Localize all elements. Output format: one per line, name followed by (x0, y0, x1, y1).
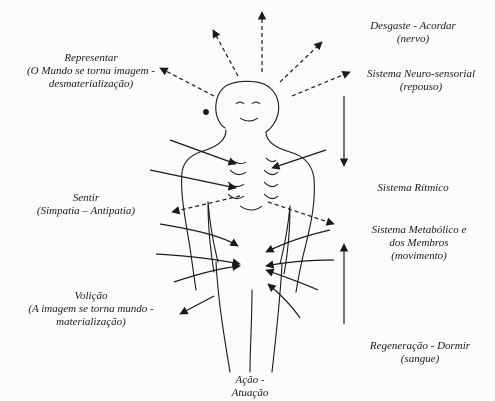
body-outline (182, 81, 315, 372)
dot-mark (203, 109, 209, 115)
label-desgaste: Desgaste - Acordar (nervo) (348, 20, 478, 46)
arrow-in-low-left-3 (174, 266, 240, 282)
label-neuro-sensorial: Sistema Neuro-sensorial (repouso) (352, 68, 490, 94)
chest-ribs (228, 158, 278, 210)
label-volicao-line3: materialização) (6, 316, 176, 329)
label-acao-line1: Ação - (210, 374, 290, 387)
arrow-chest-right (268, 202, 334, 224)
arrow-in-low-left-1 (160, 224, 238, 246)
arrow-in-upper-left (170, 140, 236, 164)
label-metabolico-line3: (movimento) (354, 250, 484, 263)
label-ritmico-line1: Sistema Rítmico (358, 182, 468, 195)
label-volicao-line2: (A imagem se torna mundo - (6, 303, 176, 316)
label-metabolico-line1: Sistema Metabólico e (354, 224, 484, 237)
label-volicao: Volição (A imagem se torna mundo - mater… (6, 290, 176, 329)
label-sentir-line2: (Simpatia – Antipatia) (16, 205, 156, 218)
label-desgaste-line2: (nervo) (348, 33, 478, 46)
label-neuro-line2: (repouso) (352, 81, 490, 94)
arrow-in-low-right-1 (266, 230, 330, 252)
outward-solid-arrows (180, 296, 214, 314)
inward-solid-arrows (150, 140, 334, 318)
arrow-in-bottom-right (268, 284, 300, 318)
label-acao-line2: Atuação (210, 387, 290, 400)
arrow-right-1 (292, 72, 350, 96)
label-metabolico-line2: dos Membros (354, 237, 484, 250)
arrow-in-low-left-2 (156, 254, 240, 264)
label-regeneracao-line1: Regeneração - Dormir (350, 340, 490, 353)
label-metabolico: Sistema Metabólico e dos Membros (movime… (354, 224, 484, 263)
label-regeneracao-line2: (sangue) (350, 353, 490, 366)
arrow-up-left-1 (213, 30, 238, 76)
arrow-in-low-right-3 (266, 270, 318, 290)
label-sentir-line1: Sentir (16, 192, 156, 205)
label-desgaste-line1: Desgaste - Acordar (348, 20, 478, 33)
label-representar-line2: (O Mundo se torna imagem - (6, 65, 176, 78)
label-volicao-line1: Volição (6, 290, 176, 303)
arrow-up-right-1 (280, 42, 322, 82)
arrow-in-mid-left (150, 170, 236, 188)
label-acao: Ação - Atuação (210, 374, 290, 400)
label-regeneracao: Regeneração - Dormir (sangue) (350, 340, 490, 366)
upward-dashed-arrows (160, 12, 350, 96)
label-representar: Representar (O Mundo se torna imagem - d… (6, 52, 176, 91)
arrow-in-low-right-2 (266, 260, 334, 266)
label-ritmico: Sistema Rítmico (358, 182, 468, 195)
label-neuro-line1: Sistema Neuro-sensorial (352, 68, 490, 81)
face (236, 102, 260, 121)
arrow-out-bottom-left (180, 296, 214, 314)
label-representar-line1: Representar (6, 52, 176, 65)
arrow-in-upper-right (272, 150, 326, 168)
label-representar-line3: desmaterialização) (6, 78, 176, 91)
label-sentir: Sentir (Simpatia – Antipatia) (16, 192, 156, 218)
